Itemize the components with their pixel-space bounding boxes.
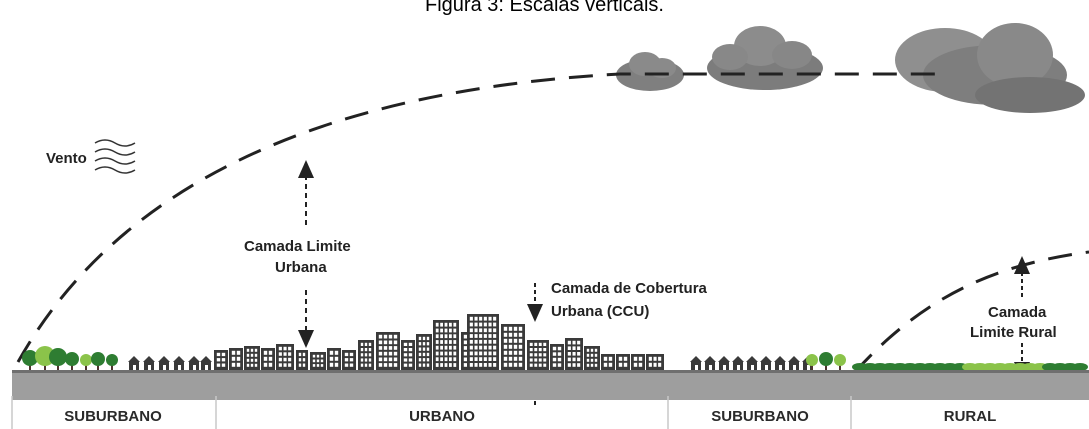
house bbox=[718, 356, 730, 370]
house bbox=[760, 356, 772, 370]
house bbox=[143, 356, 155, 370]
building bbox=[550, 344, 564, 370]
house bbox=[704, 356, 716, 370]
tree bbox=[834, 354, 846, 370]
house bbox=[188, 356, 200, 370]
tree bbox=[49, 348, 67, 370]
house bbox=[774, 356, 786, 370]
building bbox=[261, 348, 275, 370]
building bbox=[433, 320, 459, 370]
house bbox=[158, 356, 170, 370]
cloud-icon bbox=[616, 52, 684, 91]
building bbox=[631, 354, 645, 370]
building bbox=[401, 340, 415, 370]
rbl-label-line2: Limite Rural bbox=[970, 324, 1057, 341]
building bbox=[527, 340, 549, 370]
house bbox=[200, 356, 212, 370]
tree bbox=[91, 352, 105, 370]
rbl-label-line1: Camada bbox=[988, 304, 1047, 321]
house bbox=[746, 356, 758, 370]
tree bbox=[80, 354, 92, 370]
cloud-icon bbox=[707, 26, 823, 90]
building bbox=[358, 340, 374, 370]
house bbox=[732, 356, 744, 370]
house bbox=[788, 356, 800, 370]
house bbox=[690, 356, 702, 370]
building bbox=[565, 338, 583, 370]
tree bbox=[65, 352, 79, 370]
house bbox=[128, 356, 140, 370]
building bbox=[342, 350, 356, 370]
zone-label-urbano: URBANO bbox=[409, 408, 475, 425]
suburban-houses bbox=[128, 356, 814, 370]
shrub bbox=[1072, 363, 1088, 371]
ground-strip bbox=[12, 370, 1089, 400]
zone-label-suburbano-right: SUBURBANO bbox=[711, 408, 809, 425]
rural-boundary-layer-curve bbox=[853, 250, 1089, 374]
building bbox=[276, 344, 294, 370]
tree bbox=[106, 354, 118, 370]
building bbox=[616, 354, 630, 370]
ucl-label-line1: Camada de Cobertura bbox=[551, 280, 708, 297]
ground-surface-line bbox=[12, 370, 1089, 373]
ucl-label-line2: Urbana (CCU) bbox=[551, 303, 649, 320]
building bbox=[229, 348, 243, 370]
building bbox=[296, 350, 308, 370]
building bbox=[244, 346, 260, 370]
zone-label-rural: RURAL bbox=[944, 408, 997, 425]
zone-label-suburbano-left: SUBURBANO bbox=[64, 408, 162, 425]
building bbox=[501, 324, 525, 370]
wind-lines-icon bbox=[94, 139, 136, 174]
building bbox=[310, 352, 326, 370]
house bbox=[173, 356, 185, 370]
building bbox=[601, 354, 615, 370]
ubl-label-line1: Camada Limite bbox=[244, 238, 351, 255]
cloud-icon bbox=[895, 23, 1085, 113]
urban-buildings bbox=[214, 314, 664, 370]
vegetation bbox=[22, 346, 1088, 371]
building bbox=[584, 346, 600, 370]
building bbox=[416, 334, 432, 370]
building bbox=[646, 354, 664, 370]
building bbox=[467, 314, 499, 370]
building bbox=[376, 332, 400, 370]
ubl-label-line2: Urbana bbox=[275, 259, 327, 276]
urban-boundary-layer-curve bbox=[16, 72, 935, 363]
building bbox=[214, 350, 228, 370]
tree bbox=[22, 350, 38, 370]
tree bbox=[819, 352, 833, 370]
building bbox=[327, 348, 341, 370]
wind-label: Vento bbox=[46, 150, 87, 167]
figure-title: Figura 3: Escalas verticais. bbox=[425, 0, 664, 16]
tree bbox=[806, 354, 818, 370]
